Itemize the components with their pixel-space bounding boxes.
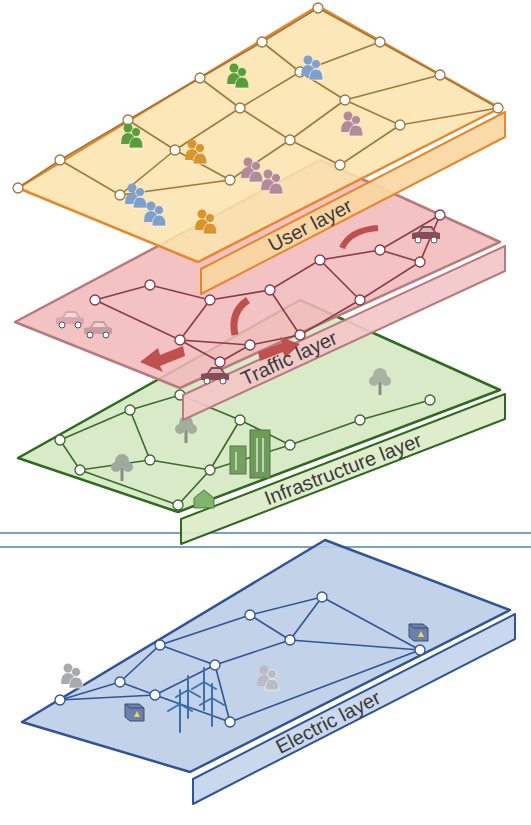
electric-grid [61, 664, 83, 689]
user-graph [261, 170, 283, 195]
traffic-graph [355, 295, 365, 305]
user-graph [235, 103, 245, 113]
user-graph [395, 120, 405, 130]
infrastructure-graph [285, 440, 295, 450]
infrastructure-graph [355, 415, 365, 425]
infrastructure-graph [425, 395, 435, 405]
divider-lines [0, 532, 531, 533]
user-graph [301, 56, 323, 81]
traffic-graph [412, 226, 440, 243]
user-graph [340, 95, 350, 105]
user-graph [18, 8, 498, 195]
user-graph [493, 103, 503, 113]
user-graph [241, 158, 263, 183]
traffic-graph [295, 330, 305, 340]
electric-grid [150, 690, 160, 700]
user-graph [195, 210, 217, 235]
electric-grid [409, 624, 428, 641]
user-graph [341, 112, 363, 137]
electric-grid [415, 645, 425, 655]
traffic-graph [90, 295, 100, 305]
user-graph [335, 160, 345, 170]
traffic-graph [315, 255, 325, 265]
electric-grid [125, 704, 144, 721]
user-graph [185, 140, 207, 165]
infrastructure-graph [262, 438, 264, 472]
layer-tab [193, 614, 515, 804]
electric-grid [200, 684, 224, 726]
traffic-graph [84, 321, 112, 338]
user-graph [170, 145, 180, 155]
user-graph [375, 37, 385, 47]
user-graph [227, 64, 249, 89]
infrastructure-graph [194, 490, 214, 508]
electric-grid [257, 666, 279, 691]
electric-grid [210, 660, 220, 670]
infrastructure-graph [235, 452, 237, 470]
electric-grid [285, 635, 295, 645]
infrastructure-graph [205, 465, 215, 475]
infrastructure-graph [236, 438, 263, 472]
traffic-graph [234, 300, 248, 335]
infrastructure-graph [60, 395, 430, 505]
infrastructure-graph [175, 416, 197, 443]
user-graph [13, 3, 503, 200]
user-graph [225, 175, 235, 185]
electric-grid [225, 717, 235, 727]
user-graph [115, 190, 125, 200]
infrastructure-graph [75, 465, 85, 475]
electric-grid [245, 610, 255, 620]
traffic-graph [205, 295, 215, 305]
electric-grid [155, 640, 165, 650]
electric-grid [168, 690, 192, 732]
user-graph [13, 183, 23, 193]
user-graph [125, 184, 147, 209]
traffic-graph [342, 228, 378, 248]
infrastructure-graph [145, 455, 155, 465]
electric-grid [115, 677, 125, 687]
electric-grid [55, 695, 65, 705]
divider-lines [0, 546, 531, 547]
layer-tab [201, 112, 505, 294]
infrastructure-graph [230, 446, 246, 474]
traffic-graph [175, 335, 185, 345]
infrastructure-graph [256, 438, 258, 472]
traffic-graph [415, 257, 425, 267]
user-graph [144, 202, 166, 227]
infrastructure-graph [173, 500, 183, 510]
traffic-graph [245, 340, 255, 350]
user-graph [121, 124, 143, 149]
user-graph [285, 135, 295, 145]
user-graph [313, 3, 323, 13]
traffic-graph [375, 245, 385, 255]
infrastructure-graph [125, 405, 135, 415]
user-graph [55, 155, 65, 165]
traffic-graph [265, 285, 275, 295]
user-graph [257, 37, 267, 47]
layer-plane-shape [18, 6, 500, 262]
traffic-graph [145, 280, 155, 290]
traffic-graph [201, 367, 229, 384]
electric-grid [55, 592, 425, 727]
electric-grid [317, 592, 327, 602]
traffic-graph [215, 357, 225, 367]
infrastructure-graph [55, 435, 65, 445]
user-graph [435, 70, 445, 80]
traffic-graph [56, 311, 84, 328]
electric-grid [60, 597, 420, 722]
infrastructure-graph [369, 368, 391, 395]
traffic-graph [258, 337, 300, 361]
traffic-graph [435, 210, 445, 220]
infrastructure-graph [250, 430, 270, 478]
infrastructure-graph [111, 454, 133, 481]
user-graph [195, 73, 205, 83]
traffic-graph [140, 346, 185, 372]
infrastructure-graph [55, 390, 435, 510]
infrastructure-graph [235, 415, 245, 425]
